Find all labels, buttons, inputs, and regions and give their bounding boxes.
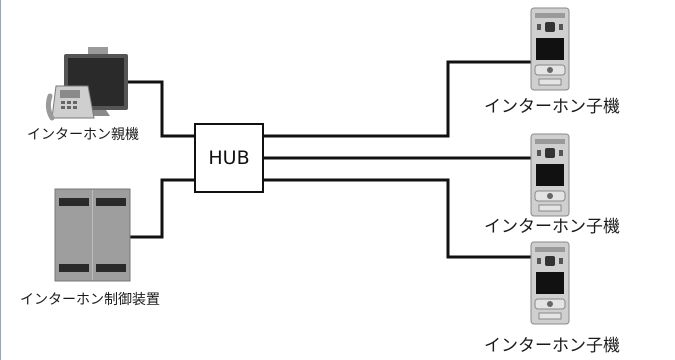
slave-label-3: インターホン子機	[484, 336, 620, 356]
control-unit-icon	[54, 188, 131, 282]
slave-label-2: インターホン子機	[484, 217, 620, 237]
hub-box	[194, 123, 264, 193]
connection-lines	[125, 60, 532, 259]
master-label: インターホン親機	[27, 127, 139, 143]
controller-label: インターホン制御装置	[20, 292, 160, 308]
link-controller-hub	[130, 178, 195, 239]
door-station-icon	[530, 133, 570, 217]
door-station-icon	[530, 7, 570, 91]
door-station-icon	[530, 241, 570, 325]
link-hub-slave-3	[263, 178, 532, 259]
link-hub-slave-1	[263, 60, 532, 138]
slave-label-1: インターホン子機	[484, 97, 620, 117]
link-master-hub	[125, 80, 195, 138]
hub-label: HUB	[208, 147, 250, 169]
desk-monitor-phone-icon	[45, 47, 128, 121]
